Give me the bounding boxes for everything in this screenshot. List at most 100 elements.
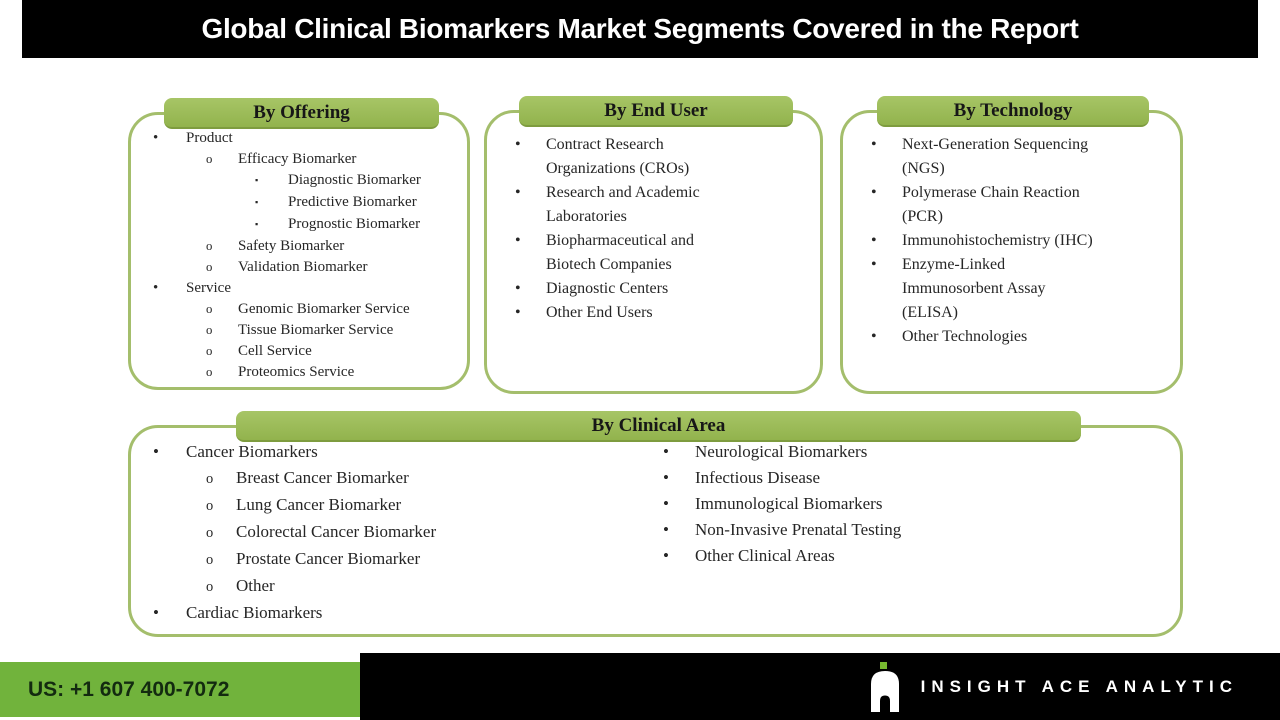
list-item-label: Immunohistochemistry (IHC): [902, 232, 1093, 249]
list-item-label: Infectious Disease: [695, 468, 821, 487]
list-item-label: Proteomics Service: [238, 364, 355, 380]
list-item: Prognostic Biomarker: [131, 214, 467, 236]
circle-bullet-icon: [206, 299, 238, 320]
circle-bullet-icon: [206, 519, 236, 546]
list-item: Breast Cancer Biomarker: [131, 465, 661, 492]
circle-bullet-icon: [206, 492, 236, 519]
segment-header-offering: By Offering: [164, 98, 439, 129]
end-user-list: Contract Research Organizations (CROs) R…: [487, 113, 820, 325]
segment-box-technology: By Technology Next-Generation Sequencing…: [840, 96, 1183, 394]
list-item-label: Neurological Biomarkers: [695, 442, 868, 461]
list-item-label: Breast Cancer Biomarker: [236, 468, 409, 487]
offering-list: Product Efficacy Biomarker Diagnostic Bi…: [131, 115, 467, 383]
list-item-label: Validation Biomarker: [238, 259, 368, 275]
clinical-area-left-column: Cancer Biomarkers Breast Cancer Biomarke…: [131, 439, 661, 626]
bullet-icon: [663, 465, 695, 491]
circle-bullet-icon: [206, 362, 238, 383]
list-item: Tissue Biomarker Service: [131, 320, 467, 341]
list-item: Non-Invasive Prenatal Testing: [663, 517, 1173, 543]
list-item: Polymerase Chain Reaction (PCR): [843, 181, 1166, 229]
list-item: Efficacy Biomarker: [131, 149, 467, 170]
circle-bullet-icon: [206, 341, 238, 362]
list-item: Next-Generation Sequencing (NGS): [843, 133, 1166, 181]
list-item-label: Prognostic Biomarker: [288, 216, 421, 232]
circle-bullet-icon: [206, 546, 236, 573]
bullet-icon: [871, 133, 902, 157]
segment-box-offering: By Offering Product Efficacy Biomarker D…: [128, 98, 470, 390]
segment-box-clinical-area: By Clinical Area Cancer Biomarkers Breas…: [128, 411, 1183, 637]
clinical-area-right-column: Neurological Biomarkers Infectious Disea…: [663, 439, 1173, 569]
list-item: Colorectal Cancer Biomarker: [131, 519, 661, 546]
bullet-icon: [871, 229, 902, 253]
bullet-icon: [153, 278, 186, 299]
list-item-label: Product: [186, 130, 233, 146]
list-item: Infectious Disease: [663, 465, 1173, 491]
list-item-label: Research and Academic Laboratories: [546, 184, 700, 225]
segment-header-clinical-area: By Clinical Area: [236, 411, 1081, 442]
list-item-label: Safety Biomarker: [238, 238, 345, 254]
technology-list: Next-Generation Sequencing (NGS) Polymer…: [843, 113, 1180, 349]
bullet-icon: [515, 229, 546, 253]
bullet-icon: [153, 600, 186, 626]
list-item-label: Colorectal Cancer Biomarker: [236, 522, 437, 541]
bullet-icon: [515, 181, 546, 205]
insight-ace-logo-icon: [870, 661, 899, 712]
list-item-label: Genomic Biomarker Service: [238, 301, 410, 317]
brand-name: INSIGHT ACE ANALYTIC: [920, 676, 1238, 696]
list-item: Other End Users: [487, 301, 806, 325]
list-item-label: Tissue Biomarker Service: [238, 322, 394, 338]
list-item: Biopharmaceutical and Biotech Companies: [487, 229, 806, 277]
circle-bullet-icon: [206, 257, 238, 278]
list-item: Neurological Biomarkers: [663, 439, 1173, 465]
list-item-label: Efficacy Biomarker: [238, 151, 357, 167]
list-item-label: Cancer Biomarkers: [186, 442, 318, 461]
footer-brand-bar: INSIGHT ACE ANALYTIC: [360, 653, 1280, 720]
list-item-label: Other: [236, 576, 275, 595]
circle-bullet-icon: [206, 149, 238, 170]
bullet-icon: [515, 301, 546, 325]
list-item: Genomic Biomarker Service: [131, 299, 467, 320]
list-item: Cardiac Biomarkers: [131, 600, 661, 626]
circle-bullet-icon: [206, 236, 238, 257]
bullet-icon: [515, 133, 546, 157]
bullet-icon: [153, 128, 186, 149]
circle-bullet-icon: [206, 573, 236, 600]
list-item: Research and Academic Laboratories: [487, 181, 806, 229]
list-item: Immunological Biomarkers: [663, 491, 1173, 517]
page-title: Global Clinical Biomarkers Market Segmen…: [201, 13, 1079, 44]
list-item: Proteomics Service: [131, 362, 467, 383]
segment-header-end-user: By End User: [519, 96, 793, 127]
list-item-label: Diagnostic Centers: [546, 280, 669, 297]
circle-bullet-icon: [206, 465, 236, 492]
bullet-icon: [663, 491, 695, 517]
list-item: Cancer Biomarkers: [131, 439, 661, 465]
list-item: Other Clinical Areas: [663, 543, 1173, 569]
list-item: Other: [131, 573, 661, 600]
bullet-icon: [871, 253, 902, 277]
bullet-icon: [515, 277, 546, 301]
list-item-label: Other End Users: [546, 304, 653, 321]
list-item-label: Service: [186, 280, 231, 296]
list-item: Contract Research Organizations (CROs): [487, 133, 806, 181]
list-item-label: Cell Service: [238, 343, 312, 359]
bullet-icon: [663, 439, 695, 465]
list-item: Immunohistochemistry (IHC): [843, 229, 1166, 253]
list-item-label: Predictive Biomarker: [288, 194, 417, 210]
list-item-label: Immunological Biomarkers: [695, 494, 883, 513]
list-item: Product: [131, 128, 467, 149]
segment-box-end-user: By End User Contract Research Organizati…: [484, 96, 823, 394]
bullet-icon: [663, 543, 695, 569]
footer-contact-bar: US: +1 607 400-7072: [0, 662, 360, 717]
list-item: Diagnostic Centers: [487, 277, 806, 301]
list-item-label: Lung Cancer Biomarker: [236, 495, 402, 514]
square-bullet-icon: [255, 214, 288, 236]
bullet-icon: [871, 181, 902, 205]
list-item: Enzyme-Linked Immunosorbent Assay (ELISA…: [843, 253, 1166, 325]
list-item-label: Enzyme-Linked Immunosorbent Assay (ELISA…: [902, 256, 1046, 321]
list-item: Cell Service: [131, 341, 467, 362]
bullet-icon: [871, 325, 902, 349]
circle-bullet-icon: [206, 320, 238, 341]
list-item: Diagnostic Biomarker: [131, 170, 467, 192]
square-bullet-icon: [255, 192, 288, 214]
list-item: Predictive Biomarker: [131, 192, 467, 214]
